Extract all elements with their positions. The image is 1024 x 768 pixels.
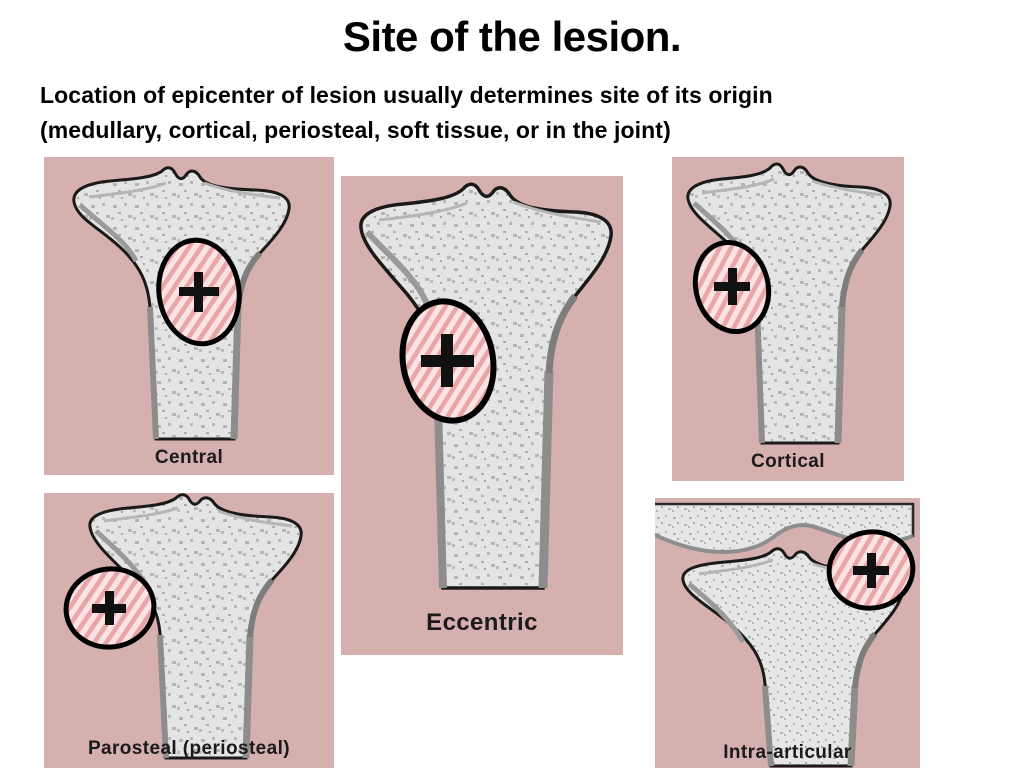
bone-diagram-cortical	[686, 162, 892, 445]
epicenter-marker-central	[179, 272, 219, 312]
epicenter-marker-eccentric	[421, 334, 474, 387]
lesion-cortical	[692, 239, 772, 335]
epicenter-marker-intraarticular	[853, 553, 889, 588]
bone-diagram-eccentric	[359, 182, 613, 590]
lesion-eccentric	[399, 298, 497, 424]
panel-caption-intraarticular: Intra-articular	[723, 742, 852, 763]
panel-caption-parosteal: Parosteal (periosteal)	[87, 738, 291, 759]
epicenter-marker-cortical	[714, 268, 750, 305]
figure-panel-eccentric[interactable]: Eccentric	[341, 176, 623, 655]
epicenter-marker-parosteal	[92, 591, 126, 625]
panel-caption-eccentric: Eccentric	[426, 609, 538, 636]
bone-diagram-parosteal	[63, 493, 303, 760]
figure-panel-central[interactable]: Central	[44, 157, 334, 475]
lesion-intraarticular	[826, 529, 916, 611]
lesion-parosteal	[63, 566, 157, 650]
tibia-outline-parosteal	[88, 493, 303, 760]
subtitle-block: Location of epicenter of lesion usually …	[40, 78, 1000, 147]
panel-caption-cortical: Cortical	[751, 451, 825, 472]
subtitle-line-1: Location of epicenter of lesion usually …	[40, 82, 773, 108]
subtitle-line-2: (medullary, cortical, periosteal, soft t…	[40, 116, 671, 143]
lesion-central	[156, 237, 242, 347]
bone-diagram-intraarticular	[655, 502, 916, 768]
panel-caption-central: Central	[154, 447, 224, 468]
page-title: Site of the lesion.	[342, 13, 682, 60]
figure-panel-parosteal[interactable]: Parosteal (periosteal)	[44, 493, 334, 768]
figure-panel-cortical[interactable]: Cortical	[672, 157, 904, 481]
figure-panel-intraarticular[interactable]: Intra-articular	[655, 498, 920, 768]
bone-diagram-central	[72, 166, 291, 441]
